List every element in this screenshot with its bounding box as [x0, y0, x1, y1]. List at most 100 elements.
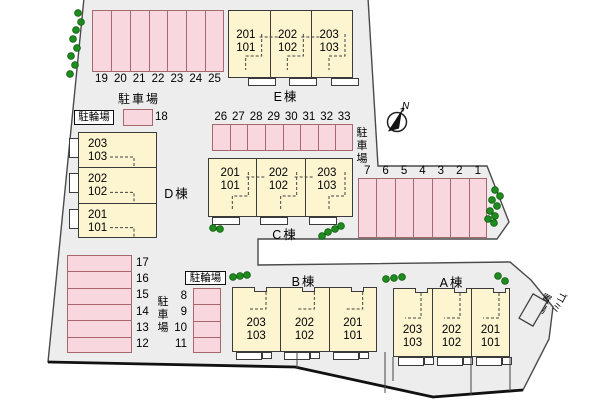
parking-spot-number: 10: [174, 322, 187, 335]
entry-notch: [254, 287, 267, 292]
parking-spot-number: 4: [419, 165, 426, 177]
parking-spot-number: 12: [136, 338, 149, 351]
entrance-porch: [332, 352, 359, 360]
entrance-porch: [212, 217, 240, 225]
compass-arrowhead: [400, 107, 405, 112]
parking-spot-number: 16: [136, 273, 149, 285]
unit-divider: [256, 158, 258, 217]
unit-divider: [328, 287, 330, 352]
stall-divider: [67, 320, 132, 322]
stall-divider: [335, 124, 337, 151]
compass-axis: [388, 107, 405, 132]
parking-spot-number: 2: [456, 165, 463, 177]
parking-spot-number: 26: [214, 111, 228, 123]
tree-icon: [490, 219, 498, 227]
unit-number-upper: 202: [441, 324, 462, 336]
unit-number-upper: 202: [88, 173, 108, 186]
unit-number-lower: 102: [88, 186, 108, 199]
parking-spot-number: 5: [400, 165, 408, 177]
entrance-step: [310, 352, 321, 359]
unit-number-lower: 101: [343, 330, 363, 342]
parking-stalls: [358, 178, 487, 238]
tree-icon: [331, 225, 339, 233]
entrance-step: [262, 352, 272, 359]
building-b: [232, 287, 377, 352]
unit-number-upper: 201: [343, 317, 363, 329]
stall-divider: [376, 178, 378, 238]
tree-icon: [69, 35, 77, 43]
unit-number-upper: 202: [268, 167, 289, 179]
parking-spot-number: 14: [136, 305, 149, 318]
tree-icon: [491, 186, 499, 194]
entry-path: [286, 34, 304, 70]
unit-number-upper: 203: [319, 29, 339, 41]
entrance-porch: [69, 138, 79, 158]
unit-number-lower: 103: [317, 180, 337, 192]
entry-path: [110, 227, 135, 238]
entry-path: [245, 34, 263, 70]
unit-number-lower: 102: [277, 42, 298, 54]
tree-icon: [66, 70, 74, 78]
stall-divider: [264, 124, 266, 151]
entrance-step: [502, 357, 512, 365]
parking-spot-number: 6: [382, 165, 389, 177]
parking-stalls: [92, 10, 224, 72]
unit-number-lower: 102: [441, 337, 462, 349]
building-name: C棟: [272, 228, 298, 242]
stall-divider: [67, 271, 132, 273]
entry-path: [405, 293, 422, 319]
parking-spot-number: 28: [249, 111, 263, 123]
tree-icon: [77, 18, 85, 26]
entry-path: [328, 34, 346, 70]
parking-spot-number: 30: [284, 111, 298, 123]
building-name: B棟: [291, 275, 317, 289]
parking-spot-number: 22: [151, 73, 165, 85]
stall-divider: [67, 304, 132, 305]
stall-divider: [450, 178, 452, 238]
entry-path: [444, 293, 461, 319]
building-name: D棟: [164, 187, 190, 201]
unit-number-lower: 103: [402, 337, 423, 349]
stall-divider: [148, 10, 150, 72]
entry-path: [296, 292, 315, 310]
entrance-porch: [69, 173, 79, 194]
parking-spot-number: 29: [267, 111, 281, 123]
unit-number-upper: 201: [480, 324, 501, 336]
tree-icon: [324, 228, 332, 236]
parking-spot-number: 11: [175, 338, 187, 351]
compass-north-label: N: [402, 101, 410, 112]
unit-number-lower: 102: [268, 180, 289, 192]
unit-number-upper: 203: [246, 317, 266, 329]
unit-divider: [78, 167, 157, 169]
unit-number-upper: 203: [402, 324, 423, 336]
stall-divider: [67, 336, 132, 338]
stall-divider: [110, 10, 112, 72]
entrance-step: [358, 352, 369, 359]
parking-stalls: [123, 109, 153, 126]
tree-icon: [382, 275, 390, 283]
unit-number-lower: 101: [236, 42, 256, 54]
garbage-area-group: [518, 293, 548, 327]
parking-spot-number: 21: [132, 73, 146, 85]
entrance-porch: [331, 78, 359, 86]
entry-notch: [493, 288, 506, 293]
building-e: [228, 10, 353, 78]
tree-icon: [494, 272, 502, 280]
entry-path: [248, 292, 267, 310]
stall-divider: [186, 10, 188, 72]
parking-spot-number: 7: [363, 165, 371, 177]
stall-divider: [247, 124, 249, 151]
stall-divider: [129, 10, 131, 72]
tree-icon: [318, 232, 326, 240]
unit-number-lower: 103: [88, 151, 108, 163]
unit-number-lower: 101: [220, 180, 240, 192]
tree-icon: [337, 222, 345, 230]
building-name: A棟: [439, 276, 465, 290]
parking-spot-number: 19: [95, 73, 108, 85]
